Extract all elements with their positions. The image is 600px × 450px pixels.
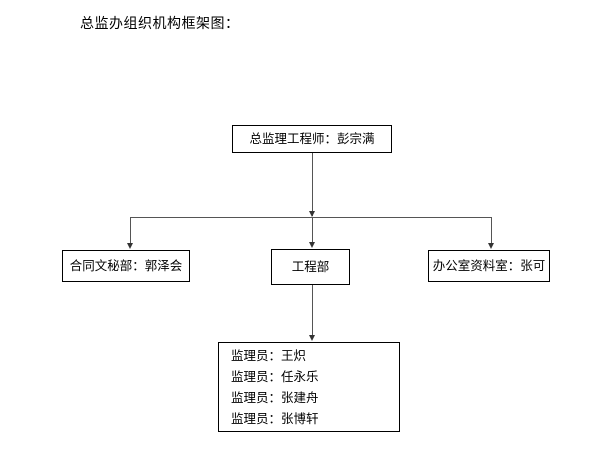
list-item: 监理员：王炽: [231, 348, 307, 363]
node-engineering-dept[interactable]: 工程部: [271, 249, 350, 285]
arrow-head-engineering-dept-icon: [308, 242, 315, 248]
arrow-head-supervisors-icon: [308, 335, 315, 341]
connector-bus-to-office-archive: [491, 217, 492, 244]
connector-horizontal-bus: [130, 217, 492, 218]
arrow-head-contract-dept-icon: [126, 243, 133, 249]
connector-director-to-bus: [312, 153, 313, 216]
connector-bus-to-contract-dept: [130, 217, 131, 244]
arrow-head-office-archive-icon: [487, 243, 494, 249]
node-supervisors-list[interactable]: 监理员：王炽 监理员：任永乐 监理员：张建舟 监理员：张博轩: [218, 342, 400, 432]
connector-bus-to-engineering-dept: [312, 217, 313, 243]
node-office-archive-room-label: 办公室资料室：张可: [432, 258, 546, 273]
list-item: 监理员：张建舟: [231, 390, 319, 405]
arrow-head-bus-center-icon: [308, 211, 315, 217]
connector-engineering-to-supervisors: [312, 285, 313, 336]
node-office-archive-room[interactable]: 办公室资料室：张可: [428, 250, 550, 282]
page-title: 总监办组织机构框架图：: [80, 16, 240, 32]
node-chief-supervising-engineer-label: 总监理工程师：彭宗满: [249, 131, 375, 146]
node-chief-supervising-engineer[interactable]: 总监理工程师：彭宗满: [232, 125, 392, 153]
list-item: 监理员：张博轩: [231, 411, 319, 426]
node-contract-secretarial-dept-label: 合同文秘部：郭泽会: [69, 258, 183, 273]
node-engineering-dept-label: 工程部: [291, 259, 330, 274]
list-item: 监理员：任永乐: [231, 369, 319, 384]
node-contract-secretarial-dept[interactable]: 合同文秘部：郭泽会: [62, 250, 190, 282]
